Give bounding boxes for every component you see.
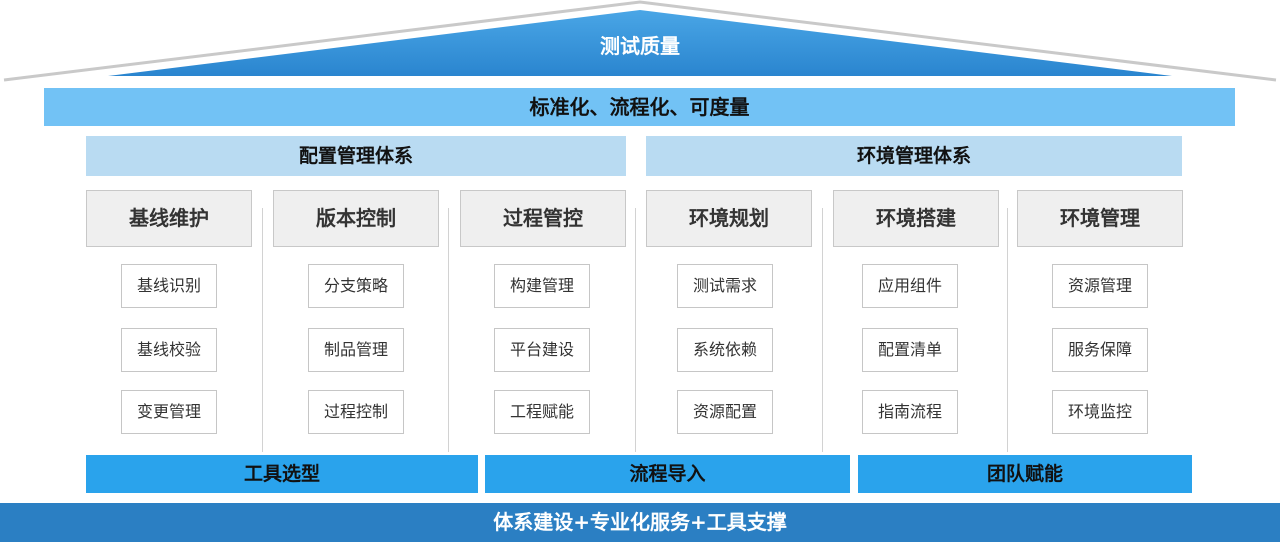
item-box: 资源配置 — [677, 390, 773, 434]
item-box: 平台建设 — [494, 328, 590, 372]
roof-title: 测试质量 — [600, 34, 680, 58]
roof-shape — [3, 0, 1277, 82]
foundation-bar: 体系建设+专业化服务+工具支撑 — [0, 503, 1280, 542]
item-box: 过程控制 — [308, 390, 404, 434]
item-box: 服务保障 — [1052, 328, 1148, 372]
item-box: 应用组件 — [862, 264, 958, 308]
item-box: 配置清单 — [862, 328, 958, 372]
column-divider — [448, 208, 449, 452]
pillar-tool-selection: 工具选型 — [86, 455, 478, 493]
item-box: 指南流程 — [862, 390, 958, 434]
column-divider — [635, 208, 636, 452]
category-environment-setup: 环境搭建 — [833, 190, 999, 247]
pillar-process-import: 流程导入 — [485, 455, 850, 493]
column-divider — [822, 208, 823, 452]
column-divider — [1007, 208, 1008, 452]
item-box: 环境监控 — [1052, 390, 1148, 434]
category-environment-planning: 环境规划 — [646, 190, 812, 247]
item-box: 构建管理 — [494, 264, 590, 308]
category-environment-management: 环境管理 — [1017, 190, 1183, 247]
category-version-control: 版本控制 — [273, 190, 439, 247]
item-box: 基线识别 — [121, 264, 217, 308]
roof-outline — [3, 0, 1277, 82]
roof-fill — [108, 10, 1172, 76]
standardization-bar: 标准化、流程化、可度量 — [44, 88, 1235, 126]
environment-management-system-header: 环境管理体系 — [646, 136, 1182, 176]
item-box: 工程赋能 — [494, 390, 590, 434]
item-box: 测试需求 — [677, 264, 773, 308]
column-divider — [262, 208, 263, 452]
item-box: 基线校验 — [121, 328, 217, 372]
pillar-team-enablement: 团队赋能 — [858, 455, 1192, 493]
item-box: 资源管理 — [1052, 264, 1148, 308]
category-process-control: 过程管控 — [460, 190, 626, 247]
config-management-system-header: 配置管理体系 — [86, 136, 626, 176]
item-box: 变更管理 — [121, 390, 217, 434]
item-box: 系统依赖 — [677, 328, 773, 372]
item-box: 制品管理 — [308, 328, 404, 372]
item-box: 分支策略 — [308, 264, 404, 308]
category-baseline-maintenance: 基线维护 — [86, 190, 252, 247]
